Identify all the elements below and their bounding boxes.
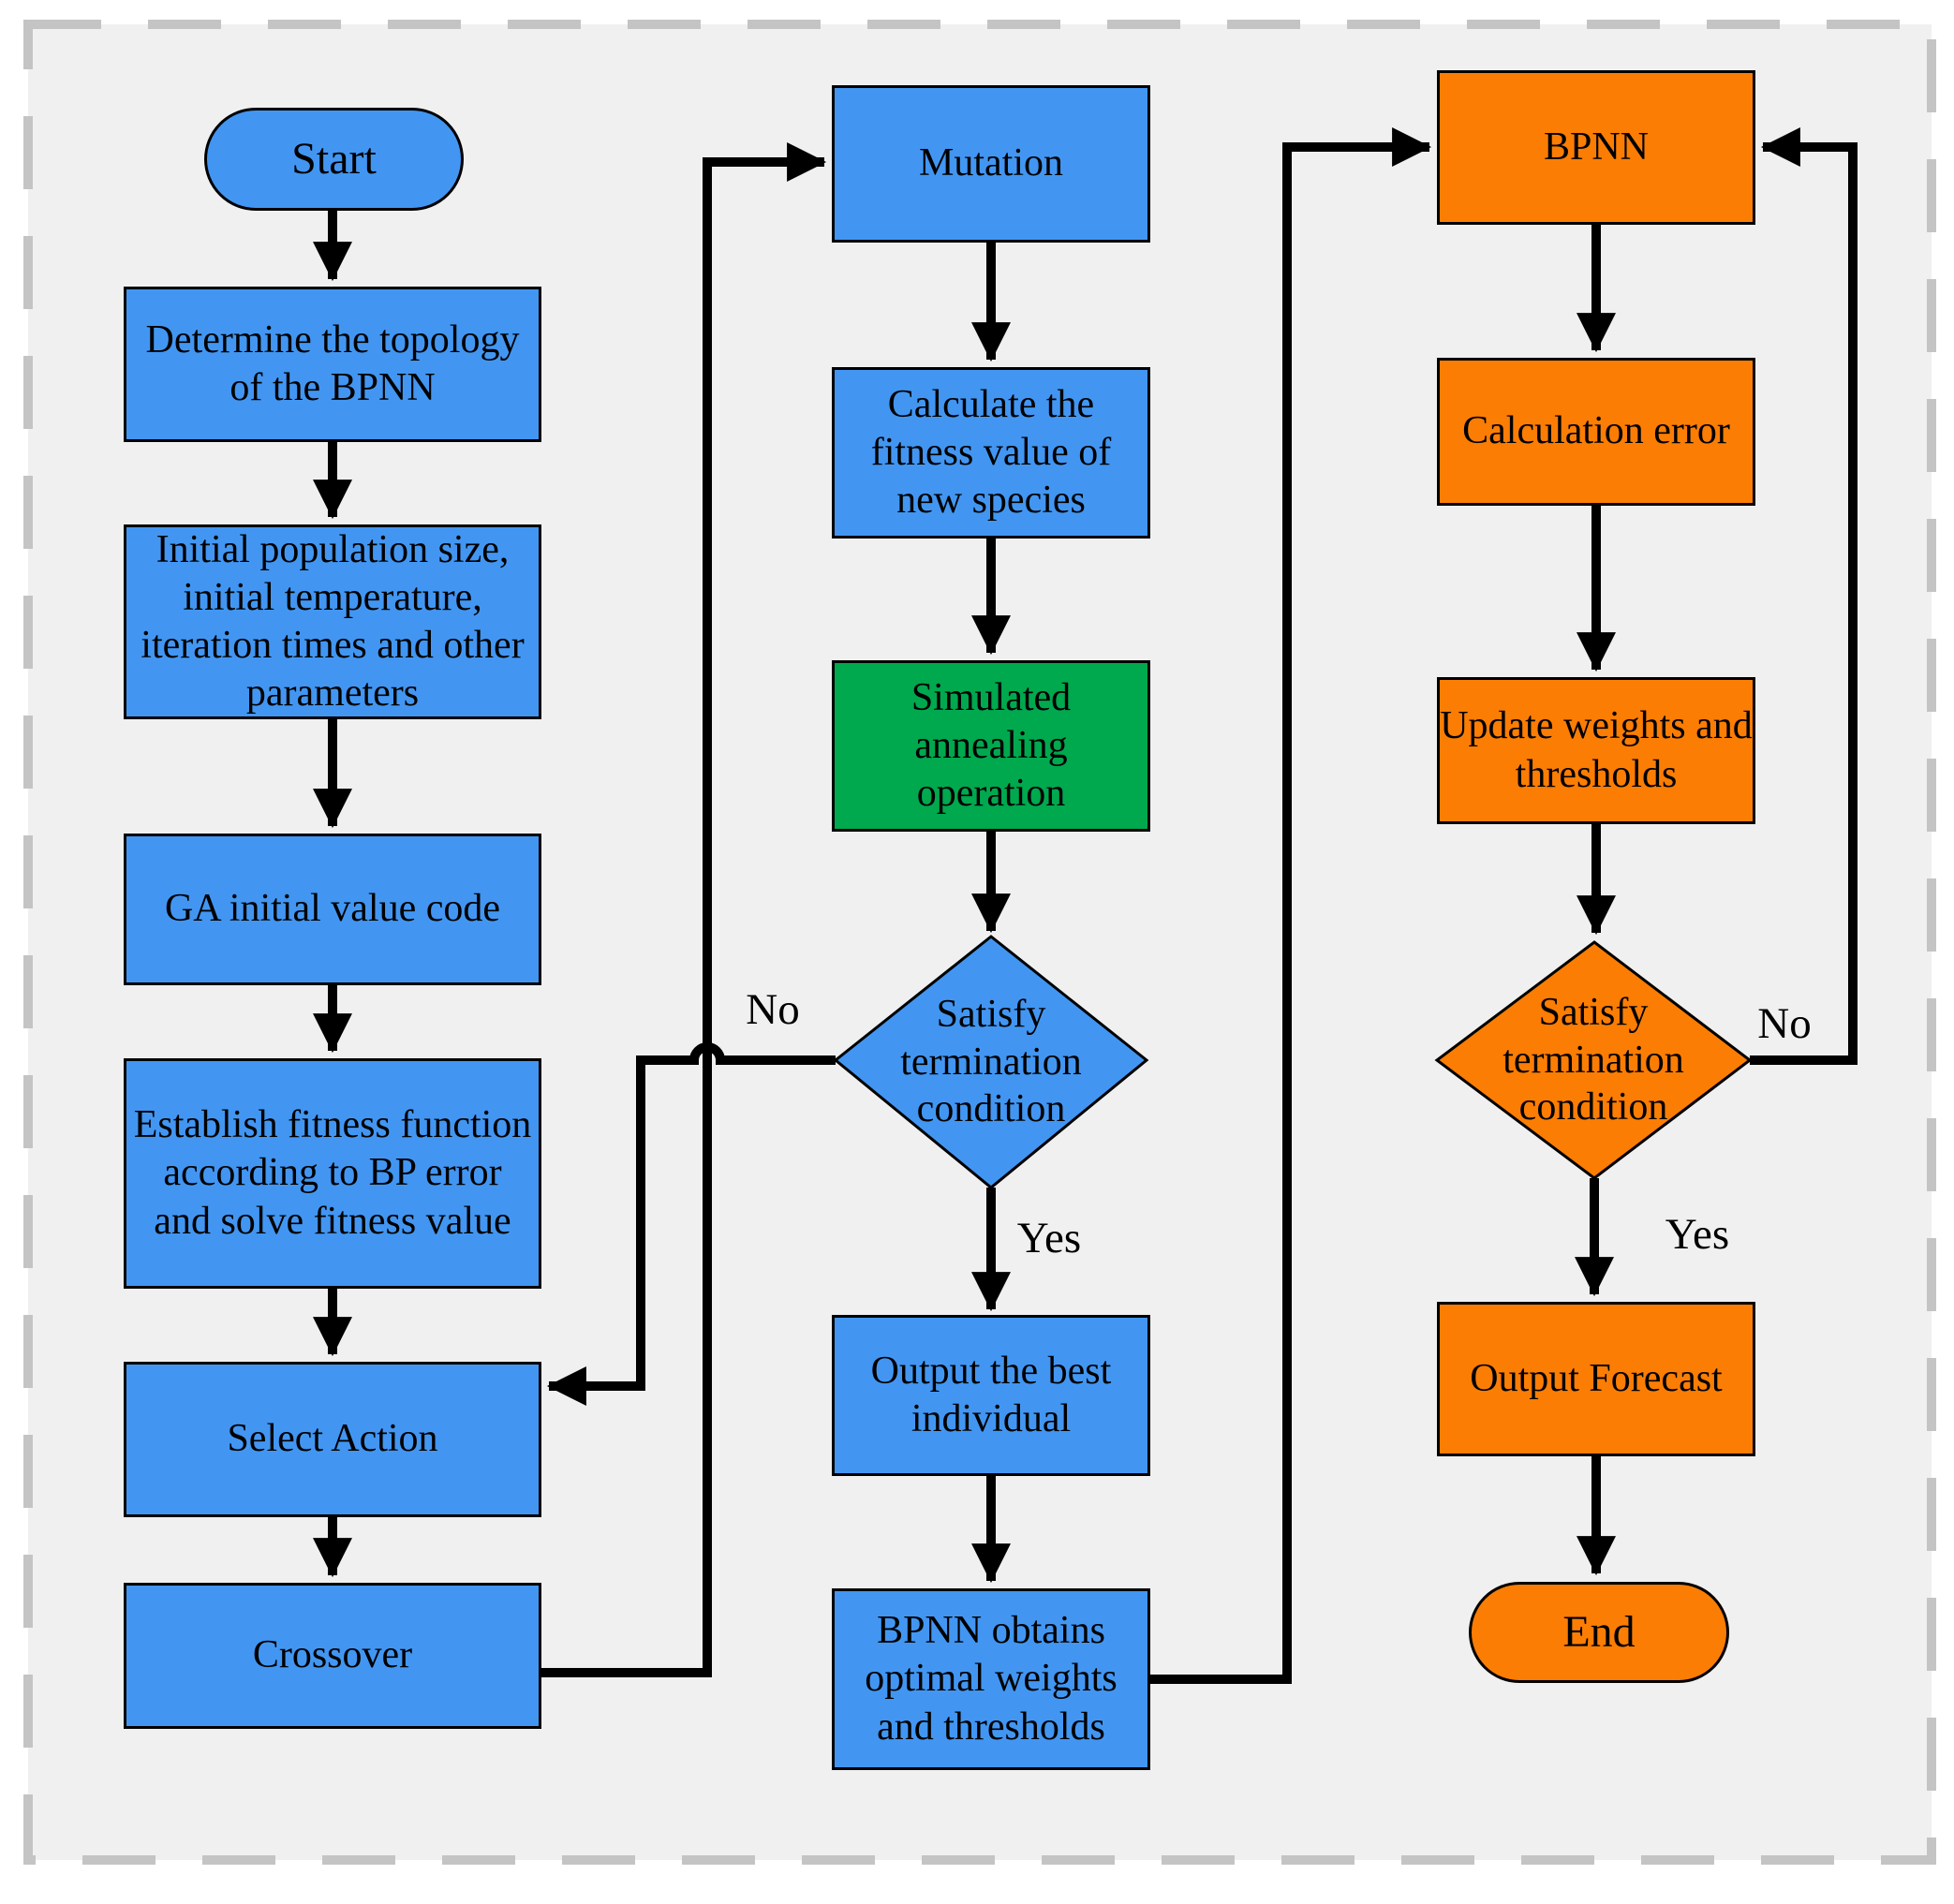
flow-node-end: End [1469,1582,1729,1683]
flow-node-bpnn-obtains: BPNN obtains optimal weights and thresho… [832,1588,1150,1770]
crossover-label: Crossover [252,1633,413,1677]
bpnn-obtains-label: BPNN obtains optimal weights and thresho… [865,1609,1118,1749]
simulated-annealing-label: Simulated annealing operation [910,675,1072,816]
flow-node-establish-fitness: Establish fitness function according to … [124,1058,541,1289]
init-parameters-label: Initial population size, initial tempera… [141,527,525,716]
decision-bp-termination [1434,940,1753,1180]
flow-node-crossover: Crossover [124,1583,541,1729]
output-forecast-label: Output Forecast [1470,1356,1723,1400]
determine-topology-label: Determine the topology of the BPNN [145,317,520,409]
bp-termination-label: Satisfy termination condition [1503,991,1684,1129]
calculation-error-label: Calculation error [1462,409,1730,453]
ga-yes-label: Yes [1016,1214,1082,1262]
flow-node-ga-initial-code: GA initial value code [124,834,541,985]
start-label: Start [291,133,377,184]
flow-node-calc-fitness-new: Calculate the fitness value of new speci… [832,367,1150,539]
bpnn-label: BPNN [1543,125,1650,169]
update-weights-label: Update weights and thresholds [1440,704,1753,796]
ga-no-label: No [746,985,800,1034]
dashed-frame-border [23,20,1936,1865]
ga-termination-text: Satisfy termination condition [836,937,1147,1188]
flow-node-mutation: Mutation [832,85,1150,243]
flow-node-bpnn: BPNN [1437,70,1755,225]
bp-termination-text: Satisfy termination condition [1437,942,1750,1178]
edge-gadiamond-no-to-select [546,1042,836,1406]
select-action-label: Select Action [227,1417,438,1461]
establish-fitness-label: Establish fitness function according to … [133,1103,532,1243]
flow-node-determine-topology: Determine the topology of the BPNN [124,287,541,442]
ga-termination-label: Satisfy termination condition [900,993,1082,1131]
edge-bpdiamond-no-to-bpnn [1750,127,1858,1065]
flow-node-output-forecast: Output Forecast [1437,1302,1755,1456]
flow-node-select-action: Select Action [124,1362,541,1517]
bp-no-label: No [1757,999,1812,1048]
calc-fitness-new-label: Calculate the fitness value of new speci… [870,382,1112,523]
mutation-label: Mutation [919,141,1063,185]
flow-node-output-best: Output the best individual [832,1315,1150,1476]
output-best-label: Output the best individual [870,1349,1112,1440]
bp-yes-label: Yes [1665,1210,1730,1259]
ga-initial-code-label: GA initial value code [164,887,501,931]
flow-node-start: Start [204,108,464,211]
decision-ga-termination [833,935,1149,1189]
flow-node-update-weights: Update weights and thresholds [1437,677,1755,824]
flow-node-simulated-annealing: Simulated annealing operation [832,660,1150,832]
edge-crossover-to-mutation [541,142,827,1677]
end-label: End [1562,1606,1636,1657]
edge-bpnnobtains-to-bpnn [1150,127,1432,1684]
flow-node-init-parameters: Initial population size, initial tempera… [124,524,541,719]
flow-node-calculation-error: Calculation error [1437,358,1755,506]
